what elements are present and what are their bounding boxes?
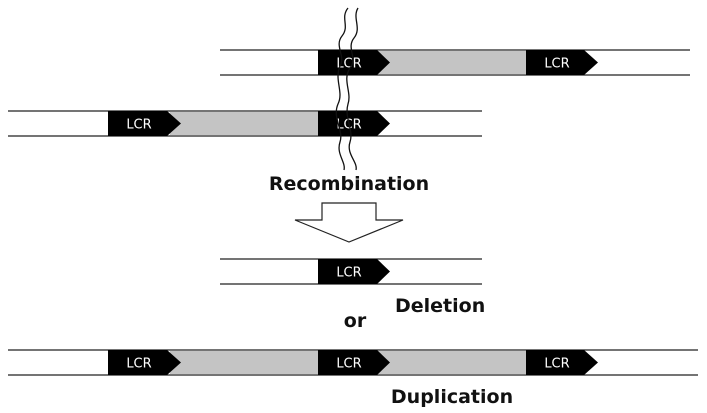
gray-segment bbox=[170, 351, 318, 374]
lcr-label: LCR bbox=[544, 357, 569, 372]
bottom-chromosome: LCR LCR bbox=[8, 110, 482, 137]
gray-segment bbox=[377, 51, 526, 74]
wavy-strands-icon bbox=[335, 7, 359, 171]
deletion-label: Deletion bbox=[395, 295, 485, 317]
duplication-label: Duplication bbox=[391, 386, 513, 408]
lcr-label: LCR bbox=[336, 266, 361, 281]
gray-segment bbox=[170, 112, 318, 135]
duplication-product: LCR LCR LCR bbox=[8, 349, 698, 376]
lcr-label: LCR bbox=[126, 118, 151, 133]
top-chromosome: LCR LCR bbox=[220, 49, 690, 76]
or-label: or bbox=[344, 310, 367, 332]
lcr-label: LCR bbox=[336, 57, 361, 72]
lcr-block: LCR bbox=[108, 111, 181, 136]
recombination-label: Recombination bbox=[269, 173, 429, 195]
lcr-label: LCR bbox=[544, 57, 569, 72]
lcr-block: LCR bbox=[318, 111, 390, 136]
lcr-block: LCR bbox=[526, 50, 598, 75]
lcr-block: LCR bbox=[318, 259, 390, 284]
lcr-block: LCR bbox=[526, 350, 598, 375]
lcr-block: LCR bbox=[318, 350, 390, 375]
gray-segment bbox=[377, 351, 526, 374]
lcr-block: LCR bbox=[108, 350, 181, 375]
lcr-block: LCR bbox=[318, 50, 390, 75]
deletion-product: LCR bbox=[220, 258, 482, 285]
down-arrow-icon bbox=[294, 202, 404, 243]
lcr-label: LCR bbox=[336, 357, 361, 372]
lcr-label: LCR bbox=[126, 357, 151, 372]
